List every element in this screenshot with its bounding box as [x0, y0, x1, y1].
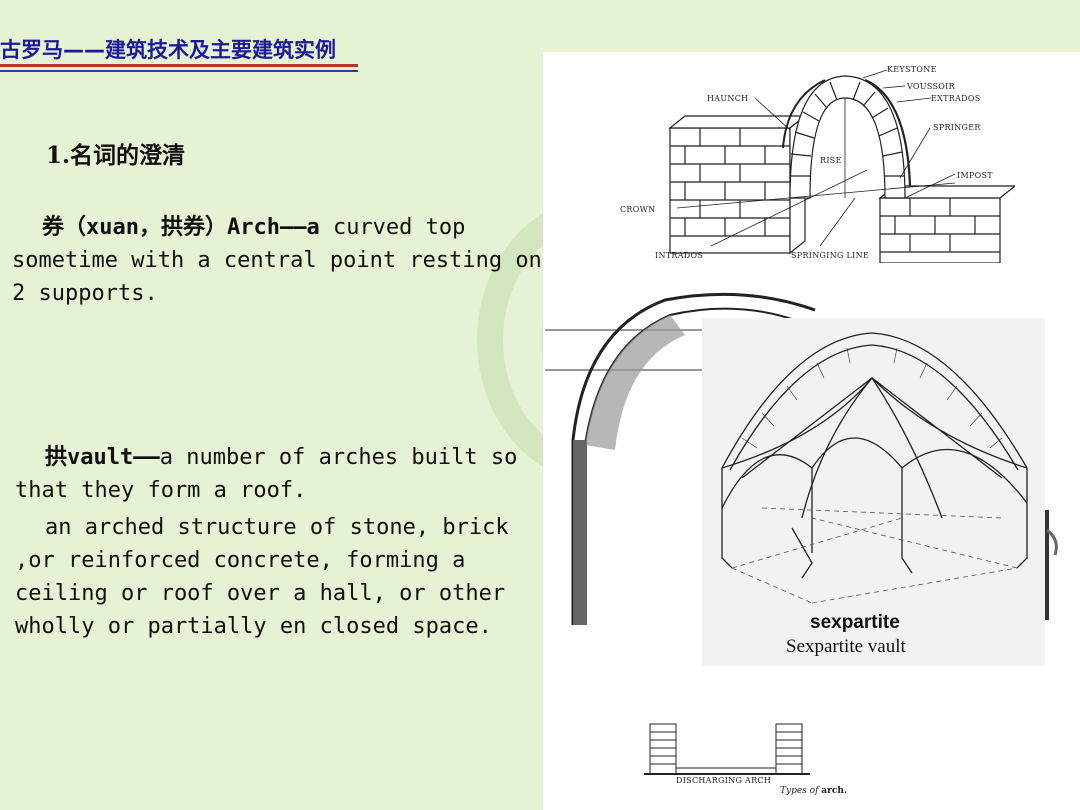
label-crown: CROWN: [620, 205, 655, 214]
vault-definition-text: a number of arches built so that they fo…: [15, 445, 518, 503]
arch-definition-text: curved top sometime with a central point…: [12, 215, 542, 306]
label-extrados: EXTRADOS: [931, 94, 981, 103]
arch-definition-paragraph: 券（xuan，拱券）Arch——a curved top sometime wi…: [12, 211, 542, 310]
label-intrados: INTRADOS: [655, 251, 703, 260]
barrel-vault-drawing: [545, 290, 1065, 630]
arch-term: 券（xuan，拱券）Arch——a: [42, 215, 320, 240]
header-rule-red: [0, 64, 358, 67]
label-voussoir: VOUSSOIR: [906, 82, 956, 91]
label-impost: IMPOST: [957, 171, 993, 180]
label-haunch: HAUNCH: [707, 94, 748, 103]
arch-anatomy-diagram: KEYSTONE VOUSSOIR EXTRADOS HAUNCH SPRING…: [615, 58, 1015, 263]
discharging-arch-label: DISCHARGING ARCH: [676, 776, 771, 785]
types-caption-prefix: Types of: [780, 786, 822, 796]
sexpartite-label: sexpartite: [810, 612, 900, 633]
label-keystone: KEYSTONE: [887, 65, 937, 74]
label-springer: SPRINGER: [933, 123, 981, 132]
header-rule-blue: [0, 70, 358, 72]
sexpartite-vault-figure: [702, 318, 1045, 666]
vault-extended-definition-text: an arched structure of stone, brick ,or …: [15, 515, 509, 639]
types-caption-bold: arch.: [821, 786, 847, 796]
slide-header-title: 古罗马——建筑技术及主要建筑实例: [0, 38, 336, 62]
label-rise: RISE: [820, 156, 842, 165]
sexpartite-caption: Sexpartite vault: [786, 636, 906, 657]
section-heading: 1.名词的澄清: [46, 142, 186, 169]
discharging-arch-figure: DISCHARGING ARCH: [640, 718, 830, 788]
vault-extended-definition-paragraph: an arched structure of stone, brick ,or …: [15, 511, 545, 643]
label-springing-line: SPRINGING LINE: [791, 251, 869, 260]
vault-term: 拱vault——: [45, 445, 160, 470]
types-of-arch-caption: Types of arch.: [780, 786, 847, 796]
vault-definition-paragraph: 拱vault——a number of arches built so that…: [15, 441, 545, 507]
